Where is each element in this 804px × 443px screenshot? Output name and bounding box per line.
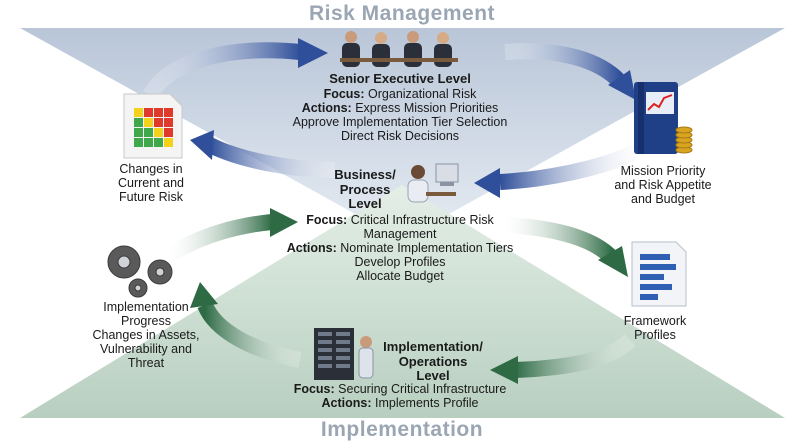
- business-body-block: Focus: Critical Infrastructure Risk Mana…: [260, 213, 540, 283]
- executives-icon: [340, 31, 458, 67]
- business-focus: Focus: Critical Infrastructure Risk: [306, 213, 494, 227]
- senior-line3: Approve Implementation Tier Selection: [292, 114, 508, 129]
- implementation-title-2: Operations: [398, 353, 468, 369]
- senior-focus: Focus: Organizational Risk: [323, 86, 477, 101]
- risk-heatmap-icon: [123, 93, 183, 159]
- senior-title: Senior Executive Level: [329, 71, 471, 86]
- implementation-body-block: Focus: Securing Critical Infrastructure …: [250, 382, 550, 410]
- risk-management-triangle: [20, 28, 785, 240]
- implementation-title-1: Implementation/: [383, 339, 483, 354]
- business-actions: Actions: Nominate Implementation Tiers: [286, 241, 514, 255]
- business-line4: Allocate Budget: [356, 269, 444, 283]
- implementation-title-block: Implementation/ Operations Level: [378, 339, 488, 384]
- senior-executive-block: Senior Executive Level Focus: Organizati…: [250, 71, 550, 143]
- business-title-3: Level: [348, 196, 382, 212]
- mission-label: Mission Priority and Risk Appetite and B…: [614, 164, 712, 206]
- worker-computer-icon: [407, 163, 459, 203]
- changes-risk-label: Changes in Current and Future Risk: [117, 162, 184, 204]
- business-focus-2: Management: [363, 227, 437, 241]
- binder-chart-icon: [634, 82, 693, 154]
- senior-actions: Actions: Express Mission Priorities: [301, 100, 499, 115]
- business-title-2: Process: [339, 181, 391, 197]
- implementation-title-3: Level: [416, 368, 450, 384]
- framework-profiles-label: Framework Profiles: [623, 314, 687, 342]
- implementation-progress-label: Implementation Progress Changes in Asset…: [92, 300, 200, 370]
- risk-management-title: Risk Management: [308, 2, 496, 25]
- business-title-block: Business/ Process Level: [330, 167, 400, 212]
- gears-icon: [107, 245, 173, 298]
- implementation-title: Implementation: [320, 418, 484, 441]
- business-line3: Develop Profiles: [354, 255, 446, 269]
- profile-document-icon: [631, 241, 687, 307]
- business-title-1: Business/: [334, 167, 396, 182]
- implementation-focus: Focus: Securing Critical Infrastructure: [293, 382, 507, 396]
- server-room-icon: [314, 328, 374, 380]
- implementation-actions: Actions: Implements Profile: [321, 396, 479, 410]
- senior-line4: Direct Risk Decisions: [340, 128, 460, 143]
